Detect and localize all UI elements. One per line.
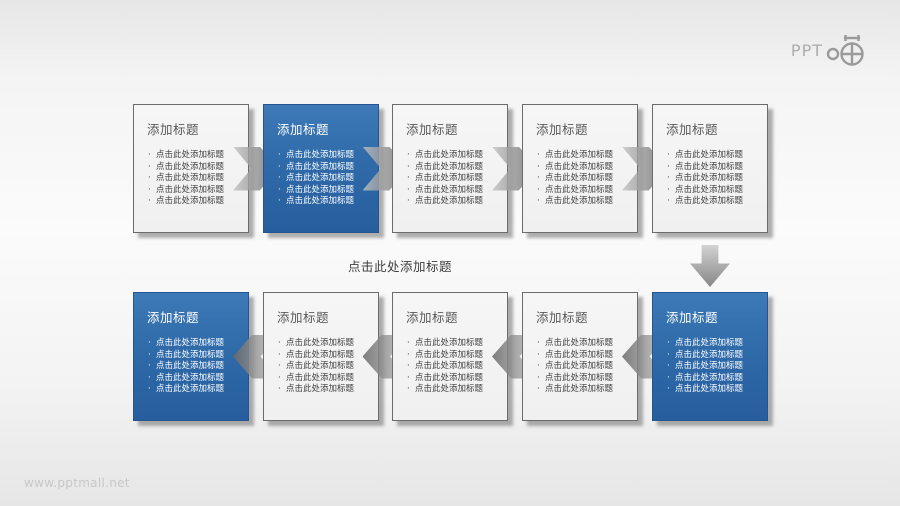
process-box-top-3[interactable]: 添加标题点击此处添加标题点击此处添加标题点击此处添加标题点击此处添加标题点击此处…: [392, 104, 508, 233]
bullet-item: 点击此处添加标题: [536, 338, 629, 350]
bullet-item: 点击此处添加标题: [666, 384, 759, 396]
bullet-item: 点击此处添加标题: [147, 185, 240, 197]
bullet-item: 点击此处添加标题: [666, 162, 759, 174]
box-title: 添加标题: [147, 122, 200, 137]
box-bullets: 点击此处添加标题点击此处添加标题点击此处添加标题点击此处添加标题点击此处添加标题: [277, 150, 370, 208]
box-bullets: 点击此处添加标题点击此处添加标题点击此处添加标题点击此处添加标题点击此处添加标题: [666, 338, 759, 396]
bullet-item: 点击此处添加标题: [406, 350, 499, 362]
bullet-item: 点击此处添加标题: [147, 173, 240, 185]
bullet-item: 点击此处添加标题: [666, 150, 759, 162]
process-box-bottom-1[interactable]: 添加标题点击此处添加标题点击此处添加标题点击此处添加标题点击此处添加标题点击此处…: [133, 292, 249, 421]
process-box-top-5[interactable]: 添加标题点击此处添加标题点击此处添加标题点击此处添加标题点击此处添加标题点击此处…: [652, 104, 768, 233]
bullet-item: 点击此处添加标题: [277, 196, 370, 208]
bullet-item: 点击此处添加标题: [406, 196, 499, 208]
bullet-item: 点击此处添加标题: [536, 196, 629, 208]
box-title: 添加标题: [666, 122, 719, 137]
center-title-placeholder[interactable]: 点击此处添加标题: [347, 259, 452, 274]
bullet-item: 点击此处添加标题: [277, 150, 370, 162]
bullet-item: 点击此处添加标题: [147, 384, 240, 396]
bullet-item: 点击此处添加标题: [147, 350, 240, 362]
box-title: 添加标题: [277, 122, 330, 137]
bullet-item: 点击此处添加标题: [406, 373, 499, 385]
bullet-item: 点击此处添加标题: [536, 150, 629, 162]
bullet-item: 点击此处添加标题: [277, 185, 370, 197]
box-bullets: 点击此处添加标题点击此处添加标题点击此处添加标题点击此处添加标题点击此处添加标题: [536, 150, 629, 208]
bullet-item: 点击此处添加标题: [406, 384, 499, 396]
bullet-item: 点击此处添加标题: [666, 350, 759, 362]
process-box-top-2[interactable]: 添加标题点击此处添加标题点击此处添加标题点击此处添加标题点击此处添加标题点击此处…: [263, 104, 379, 233]
bullet-item: 点击此处添加标题: [147, 150, 240, 162]
bullet-item: 点击此处添加标题: [277, 350, 370, 362]
bullet-item: 点击此处添加标题: [277, 384, 370, 396]
bullet-item: 点击此处添加标题: [666, 173, 759, 185]
box-bullets: 点击此处添加标题点击此处添加标题点击此处添加标题点击此处添加标题点击此处添加标题: [147, 338, 240, 396]
bullet-item: 点击此处添加标题: [536, 384, 629, 396]
bullet-item: 点击此处添加标题: [536, 162, 629, 174]
bullet-item: 点击此处添加标题: [147, 373, 240, 385]
bullet-item: 点击此处添加标题: [536, 173, 629, 185]
box-bullets: 点击此处添加标题点击此处添加标题点击此处添加标题点击此处添加标题点击此处添加标题: [666, 150, 759, 208]
bullet-item: 点击此处添加标题: [666, 361, 759, 373]
logo-text: PPT: [790, 40, 823, 60]
bullet-item: 点击此处添加标题: [666, 185, 759, 197]
process-box-top-4[interactable]: 添加标题点击此处添加标题点击此处添加标题点击此处添加标题点击此处添加标题点击此处…: [522, 104, 638, 233]
bullet-item: 点击此处添加标题: [666, 338, 759, 350]
process-box-bottom-5[interactable]: 添加标题点击此处添加标题点击此处添加标题点击此处添加标题点击此处添加标题点击此处…: [652, 292, 768, 421]
bullet-item: 点击此处添加标题: [406, 162, 499, 174]
box-bullets: 点击此处添加标题点击此处添加标题点击此处添加标题点击此处添加标题点击此处添加标题: [406, 150, 499, 208]
bullet-item: 点击此处添加标题: [666, 373, 759, 385]
bullet-item: 点击此处添加标题: [406, 150, 499, 162]
bullet-item: 点击此处添加标题: [536, 361, 629, 373]
bullet-item: 点击此处添加标题: [277, 173, 370, 185]
process-box-bottom-4[interactable]: 添加标题点击此处添加标题点击此处添加标题点击此处添加标题点击此处添加标题点击此处…: [522, 292, 638, 421]
watermark: www.pptmall.net: [24, 476, 130, 490]
bullet-item: 点击此处添加标题: [536, 373, 629, 385]
bullet-item: 点击此处添加标题: [406, 361, 499, 373]
box-bullets: 点击此处添加标题点击此处添加标题点击此处添加标题点击此处添加标题点击此处添加标题: [406, 338, 499, 396]
compass-circle-icon: [826, 35, 864, 66]
bullet-item: 点击此处添加标题: [277, 373, 370, 385]
bullet-item: 点击此处添加标题: [666, 196, 759, 208]
box-title: 添加标题: [536, 122, 589, 137]
down-arrow-icon: [690, 245, 730, 287]
box-title: 添加标题: [277, 310, 330, 325]
bullet-item: 点击此处添加标题: [536, 350, 629, 362]
bullet-item: 点击此处添加标题: [406, 173, 499, 185]
process-box-bottom-2[interactable]: 添加标题点击此处添加标题点击此处添加标题点击此处添加标题点击此处添加标题点击此处…: [263, 292, 379, 421]
bullet-item: 点击此处添加标题: [406, 338, 499, 350]
box-title: 添加标题: [406, 310, 459, 325]
process-box-bottom-3[interactable]: 添加标题点击此处添加标题点击此处添加标题点击此处添加标题点击此处添加标题点击此处…: [392, 292, 508, 421]
bullet-item: 点击此处添加标题: [147, 361, 240, 373]
bullet-item: 点击此处添加标题: [536, 185, 629, 197]
logo: PPT: [791, 32, 866, 68]
bullet-item: 点击此处添加标题: [277, 338, 370, 350]
bullet-item: 点击此处添加标题: [147, 338, 240, 350]
process-box-top-1[interactable]: 添加标题点击此处添加标题点击此处添加标题点击此处添加标题点击此处添加标题点击此处…: [133, 104, 249, 233]
bullet-item: 点击此处添加标题: [147, 196, 240, 208]
box-title: 添加标题: [666, 310, 719, 325]
bullet-item: 点击此处添加标题: [277, 162, 370, 174]
box-title: 添加标题: [406, 122, 459, 137]
box-bullets: 点击此处添加标题点击此处添加标题点击此处添加标题点击此处添加标题点击此处添加标题: [277, 338, 370, 396]
box-title: 添加标题: [147, 310, 200, 325]
bullet-item: 点击此处添加标题: [406, 185, 499, 197]
box-bullets: 点击此处添加标题点击此处添加标题点击此处添加标题点击此处添加标题点击此处添加标题: [147, 150, 240, 208]
bullet-item: 点击此处添加标题: [277, 361, 370, 373]
box-title: 添加标题: [536, 310, 589, 325]
bullet-item: 点击此处添加标题: [147, 162, 240, 174]
box-bullets: 点击此处添加标题点击此处添加标题点击此处添加标题点击此处添加标题点击此处添加标题: [536, 338, 629, 396]
